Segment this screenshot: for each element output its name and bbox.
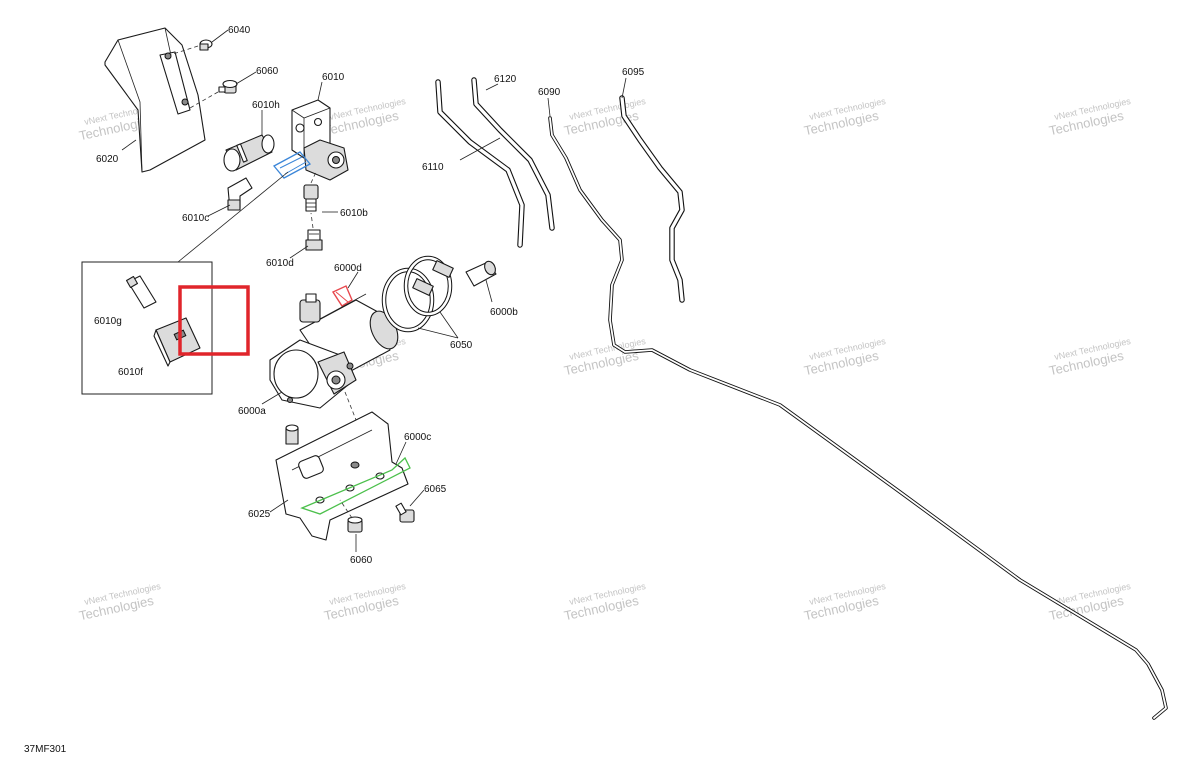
- part-6095-hose[interactable]: [619, 95, 685, 303]
- callout-6000d: 6000d: [334, 263, 362, 274]
- watermark: vNext Technologies Technologies: [803, 96, 887, 138]
- part-6000b-fitting[interactable]: [465, 260, 497, 287]
- part-6060-bolt-top[interactable]: [218, 79, 238, 94]
- leader-lines: [121, 29, 627, 552]
- part-highlight-blue-connector[interactable]: [272, 151, 312, 179]
- part-6050-clamp-rear[interactable]: [403, 255, 454, 317]
- callout-6095: 6095: [622, 67, 645, 78]
- callout-6010g: 6010g: [94, 316, 122, 327]
- callout-6090: 6090: [538, 87, 561, 98]
- callout-6065: 6065: [424, 484, 447, 495]
- callout-6010f: 6010f: [118, 367, 143, 378]
- highlight-box-red[interactable]: [178, 285, 250, 356]
- callout-6010: 6010: [322, 72, 345, 83]
- watermark-layer: vNext Technologies Technologies vNext Te…: [78, 96, 1132, 623]
- callout-6060-top: 6060: [256, 66, 279, 77]
- inset-detail-box: [81, 261, 213, 395]
- callout-6120: 6120: [494, 74, 517, 85]
- part-6110-hose[interactable]: [435, 79, 525, 248]
- watermark: vNext Technologies Technologies: [803, 581, 887, 623]
- part-6000d-hose-fitting[interactable]: [331, 285, 353, 307]
- inset-leader-line: [177, 171, 289, 263]
- part-6065-bolt[interactable]: [395, 502, 415, 523]
- part-6010b-fitting[interactable]: [303, 184, 319, 212]
- callout-6000b: 6000b: [490, 307, 518, 318]
- watermark: vNext Technologies Technologies: [563, 336, 647, 378]
- callout-6010b: 6010b: [340, 208, 368, 219]
- part-6020-heat-shield[interactable]: [104, 27, 206, 173]
- watermark: vNext Technologies Technologies: [323, 581, 407, 623]
- part-6010-sensor-block[interactable]: [291, 99, 349, 181]
- part-6025-mounting-bracket[interactable]: [275, 411, 409, 541]
- part-6090-fuel-line[interactable]: [548, 116, 1168, 720]
- watermark: vNext Technologies Technologies: [78, 581, 162, 623]
- part-6120-hose[interactable]: [471, 77, 555, 231]
- callout-6000c: 6000c: [404, 432, 431, 443]
- callout-6060-bottom: 6060: [350, 555, 373, 566]
- callout-6050: 6050: [450, 340, 473, 351]
- watermark: vNext Technologies Technologies: [1048, 336, 1132, 378]
- callout-6020: 6020: [96, 154, 119, 165]
- part-6000c-highlight-plate[interactable]: [300, 456, 411, 515]
- watermark: vNext Technologies Technologies: [803, 336, 887, 378]
- part-6000a-pump-assembly[interactable]: [269, 293, 403, 409]
- watermark: vNext Technologies Technologies: [1048, 96, 1132, 138]
- watermark: vNext Technologies Technologies: [563, 581, 647, 623]
- callout-6000a: 6000a: [238, 406, 266, 417]
- callout-labels: 6040 6060 6010 6010h 6020 6010c 6010b 60…: [94, 25, 645, 566]
- watermark: vNext Technologies Technologies: [323, 96, 407, 138]
- part-6010d-fitting[interactable]: [305, 229, 323, 251]
- callout-6010c: 6010c: [182, 213, 209, 224]
- callout-6010h: 6010h: [252, 100, 280, 111]
- part-6040-screw[interactable]: [199, 39, 213, 51]
- part-6060-bolt-bottom[interactable]: [347, 516, 363, 533]
- callout-6110: 6110: [422, 162, 444, 173]
- part-6010c-elbow-fitting[interactable]: [227, 177, 253, 211]
- part-6010h-sensor[interactable]: [223, 134, 275, 172]
- callout-6025: 6025: [248, 509, 271, 520]
- callout-6040: 6040: [228, 25, 251, 36]
- figure-code: 37MF301: [24, 744, 67, 755]
- callout-6010d: 6010d: [266, 258, 294, 269]
- part-6010g-connector[interactable]: [125, 275, 157, 309]
